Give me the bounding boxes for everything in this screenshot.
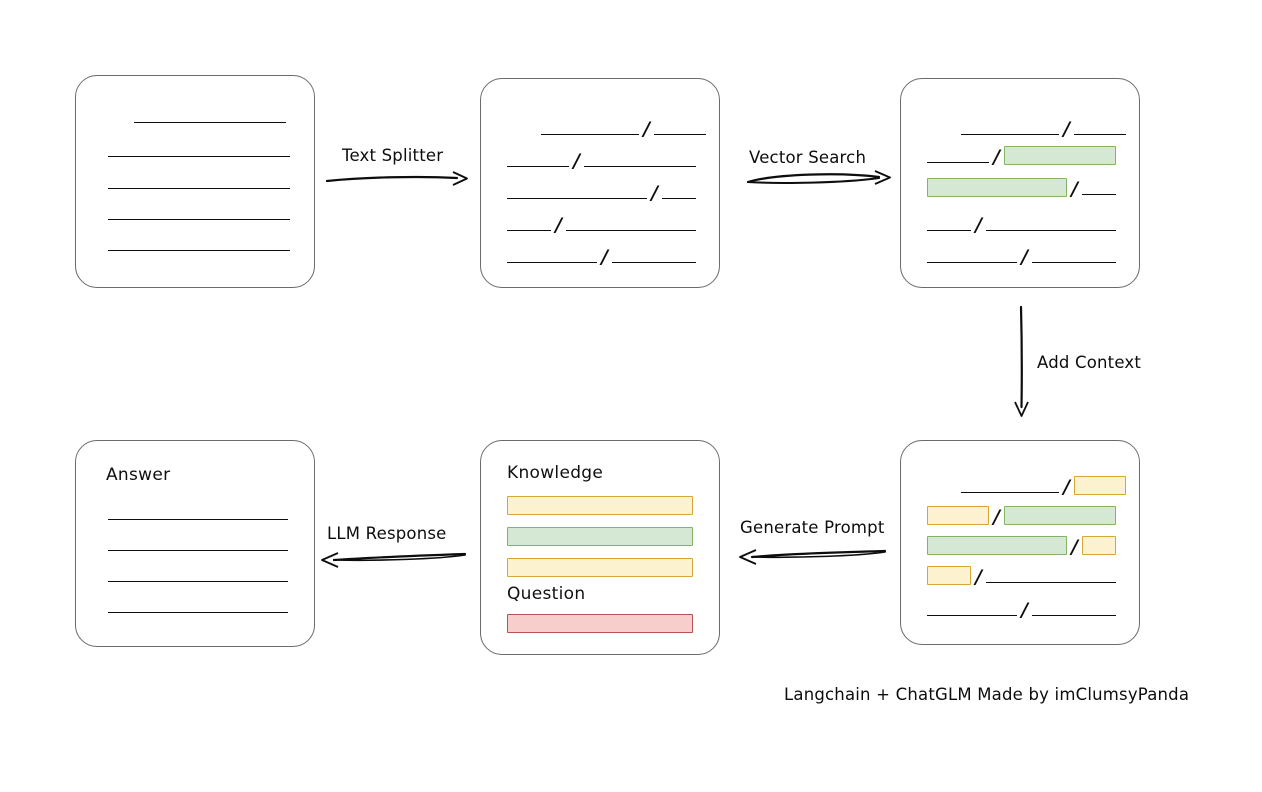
matched-chunk-highlight bbox=[927, 536, 1067, 555]
text-segment bbox=[507, 197, 647, 199]
split-marker: / bbox=[975, 566, 982, 588]
split-marker: / bbox=[555, 214, 562, 236]
answer-line bbox=[108, 550, 288, 551]
split-row: / bbox=[507, 179, 696, 204]
split-row: / bbox=[927, 175, 1116, 200]
doc-line bbox=[108, 156, 290, 157]
text-segment bbox=[583, 165, 696, 167]
text-segment bbox=[541, 133, 639, 135]
text-segment bbox=[653, 133, 706, 135]
text-segment bbox=[1031, 614, 1116, 616]
split-marker: / bbox=[601, 246, 608, 268]
doc-line bbox=[134, 122, 286, 123]
matched-chunk-highlight bbox=[1003, 506, 1116, 525]
split-row: / bbox=[927, 533, 1116, 558]
knowledge-bar bbox=[507, 496, 693, 515]
edge-label-llm-response: LLM Response bbox=[327, 524, 447, 543]
context-chunk-highlight bbox=[927, 506, 989, 525]
knowledge-bar bbox=[507, 527, 693, 546]
text-segment bbox=[1081, 193, 1116, 195]
node-source-document[interactable] bbox=[75, 75, 315, 288]
edge-vector-search bbox=[746, 170, 891, 185]
split-marker: / bbox=[643, 118, 650, 140]
text-segment bbox=[985, 229, 1116, 231]
split-row: / bbox=[927, 243, 1116, 268]
split-row: / bbox=[927, 503, 1116, 528]
split-row: / bbox=[507, 211, 696, 236]
split-row: / bbox=[927, 143, 1116, 168]
text-segment bbox=[961, 133, 1059, 135]
edge-label-generate-prompt: Generate Prompt bbox=[740, 518, 885, 537]
credit-text: Langchain + ChatGLM Made by imClumsyPand… bbox=[784, 685, 1190, 704]
node-split-document[interactable]: / / / / / bbox=[480, 78, 720, 288]
edge-llm-response bbox=[321, 552, 467, 568]
split-row: / bbox=[961, 473, 1126, 498]
text-segment bbox=[1031, 261, 1116, 263]
split-row: / bbox=[507, 243, 696, 268]
context-chunk-highlight bbox=[1073, 476, 1126, 495]
edge-label-text-splitter: Text Splitter bbox=[342, 146, 444, 165]
node-prompt[interactable]: Knowledge Question bbox=[480, 440, 720, 655]
context-chunk-highlight bbox=[927, 566, 971, 585]
split-marker: / bbox=[651, 182, 658, 204]
split-row: / bbox=[507, 147, 696, 172]
text-segment bbox=[927, 161, 989, 163]
matched-chunk-highlight bbox=[1003, 146, 1116, 165]
text-segment bbox=[961, 491, 1059, 493]
split-row: / bbox=[541, 115, 706, 140]
split-marker: / bbox=[1071, 536, 1078, 558]
text-segment bbox=[927, 614, 1017, 616]
text-segment bbox=[985, 581, 1116, 583]
split-marker: / bbox=[1063, 476, 1070, 498]
split-marker: / bbox=[1021, 599, 1028, 621]
edge-label-add-context: Add Context bbox=[1037, 353, 1142, 372]
doc-line bbox=[108, 250, 290, 251]
split-row: / bbox=[961, 115, 1126, 140]
split-marker: / bbox=[1071, 178, 1078, 200]
node-answer[interactable]: Answer bbox=[75, 440, 315, 647]
edge-label-vector-search: Vector Search bbox=[749, 148, 867, 167]
split-row: / bbox=[927, 211, 1116, 236]
answer-label: Answer bbox=[106, 465, 171, 485]
split-marker: / bbox=[975, 214, 982, 236]
doc-line bbox=[108, 188, 290, 189]
split-marker: / bbox=[993, 146, 1000, 168]
text-segment bbox=[507, 165, 569, 167]
text-segment bbox=[1073, 133, 1126, 135]
question-bar bbox=[507, 614, 693, 633]
answer-line bbox=[108, 519, 288, 520]
answer-line bbox=[108, 581, 288, 582]
edge-text-splitter bbox=[325, 171, 468, 186]
node-context-document[interactable]: / / / / / bbox=[900, 440, 1140, 645]
question-label: Question bbox=[507, 584, 586, 604]
knowledge-bar bbox=[507, 558, 693, 577]
text-segment bbox=[507, 261, 597, 263]
text-segment bbox=[927, 229, 971, 231]
matched-chunk-highlight bbox=[927, 178, 1067, 197]
context-chunk-highlight bbox=[1081, 536, 1116, 555]
text-segment bbox=[661, 197, 696, 199]
edge-add-context bbox=[1014, 305, 1029, 417]
text-segment bbox=[507, 229, 551, 231]
answer-line bbox=[108, 612, 288, 613]
split-marker: / bbox=[573, 150, 580, 172]
split-row: / bbox=[927, 563, 1116, 588]
edge-generate-prompt bbox=[739, 549, 887, 565]
text-segment bbox=[565, 229, 696, 231]
split-row: / bbox=[927, 596, 1116, 621]
split-marker: / bbox=[1021, 246, 1028, 268]
text-segment bbox=[927, 261, 1017, 263]
doc-line bbox=[108, 219, 290, 220]
knowledge-label: Knowledge bbox=[507, 463, 604, 483]
split-marker: / bbox=[993, 506, 1000, 528]
text-segment bbox=[611, 261, 696, 263]
split-marker: / bbox=[1063, 118, 1070, 140]
node-matched-document[interactable]: / / / / / bbox=[900, 78, 1140, 288]
